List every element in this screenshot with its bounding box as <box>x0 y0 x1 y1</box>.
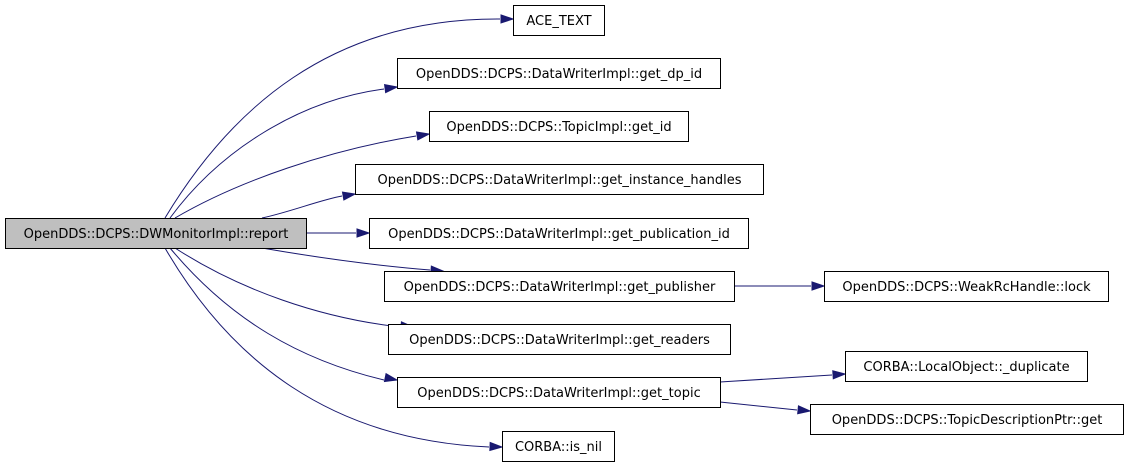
edge-report-to-ace_text <box>164 18 501 219</box>
node-label: OpenDDS::DCPS::DataWriterImpl::get_reade… <box>409 333 710 348</box>
edge-report-to-get_publisher <box>261 247 431 271</box>
node-label: CORBA::LocalObject::_duplicate <box>863 360 1069 375</box>
edge-report-to-get_instance_handles <box>261 195 343 219</box>
node-get_publication_id[interactable]: OpenDDS::DCPS::DataWriterImpl::get_publi… <box>369 218 749 249</box>
edge-report-to-topic_get_id <box>174 135 417 219</box>
call-nodes: OpenDDS::DCPS::DWMonitorImpl::report ACE_… <box>5 5 1124 462</box>
node-label: OpenDDS::DCPS::DataWriterImpl::get_insta… <box>377 173 741 188</box>
arrowhead-duplicate <box>832 370 847 380</box>
call-edges <box>164 14 847 452</box>
edge-report-to-get_readers <box>174 247 401 328</box>
edge-report-to-get_topic <box>169 247 385 381</box>
arrowhead-topic_get_id <box>415 131 431 141</box>
node-label: OpenDDS::DCPS::DataWriterImpl::get_topic <box>417 386 700 401</box>
arrowhead-get_topic <box>383 372 399 383</box>
arrowhead-get_publication_id <box>356 228 371 238</box>
node-box <box>397 377 721 408</box>
edge-get_topic-to-duplicate <box>719 374 833 383</box>
node-is_nil[interactable]: CORBA::is_nil <box>502 431 615 462</box>
node-box <box>369 218 749 249</box>
node-box <box>810 404 1124 435</box>
arrowhead-topic_desc_get <box>797 405 812 415</box>
node-label: CORBA::is_nil <box>515 440 602 455</box>
node-topic_get_id[interactable]: OpenDDS::DCPS::TopicImpl::get_id <box>429 111 689 142</box>
edge-report-to-get_dp_id <box>169 88 385 219</box>
node-label: ACE_TEXT <box>526 14 591 29</box>
node-get_dp_id[interactable]: OpenDDS::DCPS::DataWriterImpl::get_dp_id <box>397 58 721 89</box>
arrowhead-get_dp_id <box>383 84 399 94</box>
node-topic_desc_get[interactable]: OpenDDS::DCPS::TopicDescriptionPtr::get <box>810 404 1124 435</box>
node-label: OpenDDS::DCPS::DataWriterImpl::get_publi… <box>404 280 716 295</box>
node-box <box>388 324 731 355</box>
edge-report-to-is_nil <box>164 247 490 448</box>
arrowhead-is_nil <box>489 441 504 452</box>
node-box <box>429 111 689 142</box>
node-label: OpenDDS::DCPS::DWMonitorImpl::report <box>24 227 289 242</box>
node-ace_text[interactable]: ACE_TEXT <box>513 5 605 36</box>
node-box <box>513 5 605 36</box>
node-box <box>824 271 1109 302</box>
node-box <box>397 58 721 89</box>
node-box <box>502 431 615 462</box>
node-box <box>845 351 1088 382</box>
edge-get_topic-to-topic_desc_get <box>719 401 798 411</box>
node-duplicate[interactable]: CORBA::LocalObject::_duplicate <box>845 351 1088 382</box>
node-report[interactable]: OpenDDS::DCPS::DWMonitorImpl::report <box>5 218 307 249</box>
node-box <box>384 271 735 302</box>
node-box <box>355 164 764 195</box>
arrowhead-weak_lock <box>811 281 826 291</box>
node-label: OpenDDS::DCPS::DataWriterImpl::get_dp_id <box>416 67 702 82</box>
node-label: OpenDDS::DCPS::TopicImpl::get_id <box>446 120 671 135</box>
node-get_topic[interactable]: OpenDDS::DCPS::DataWriterImpl::get_topic <box>397 377 721 408</box>
node-label: OpenDDS::DCPS::TopicDescriptionPtr::get <box>832 413 1103 428</box>
node-get_readers[interactable]: OpenDDS::DCPS::DataWriterImpl::get_reade… <box>388 324 731 355</box>
node-label: OpenDDS::DCPS::WeakRcHandle::lock <box>842 280 1091 295</box>
node-weak_lock[interactable]: OpenDDS::DCPS::WeakRcHandle::lock <box>824 271 1109 302</box>
node-label: OpenDDS::DCPS::DataWriterImpl::get_publi… <box>388 227 730 242</box>
arrowhead-ace_text <box>500 14 515 24</box>
node-get_instance_handles[interactable]: OpenDDS::DCPS::DataWriterImpl::get_insta… <box>355 164 764 195</box>
node-get_publisher[interactable]: OpenDDS::DCPS::DataWriterImpl::get_publi… <box>384 271 735 302</box>
arrowhead-get_instance_handles <box>341 191 357 201</box>
node-box <box>5 218 307 249</box>
